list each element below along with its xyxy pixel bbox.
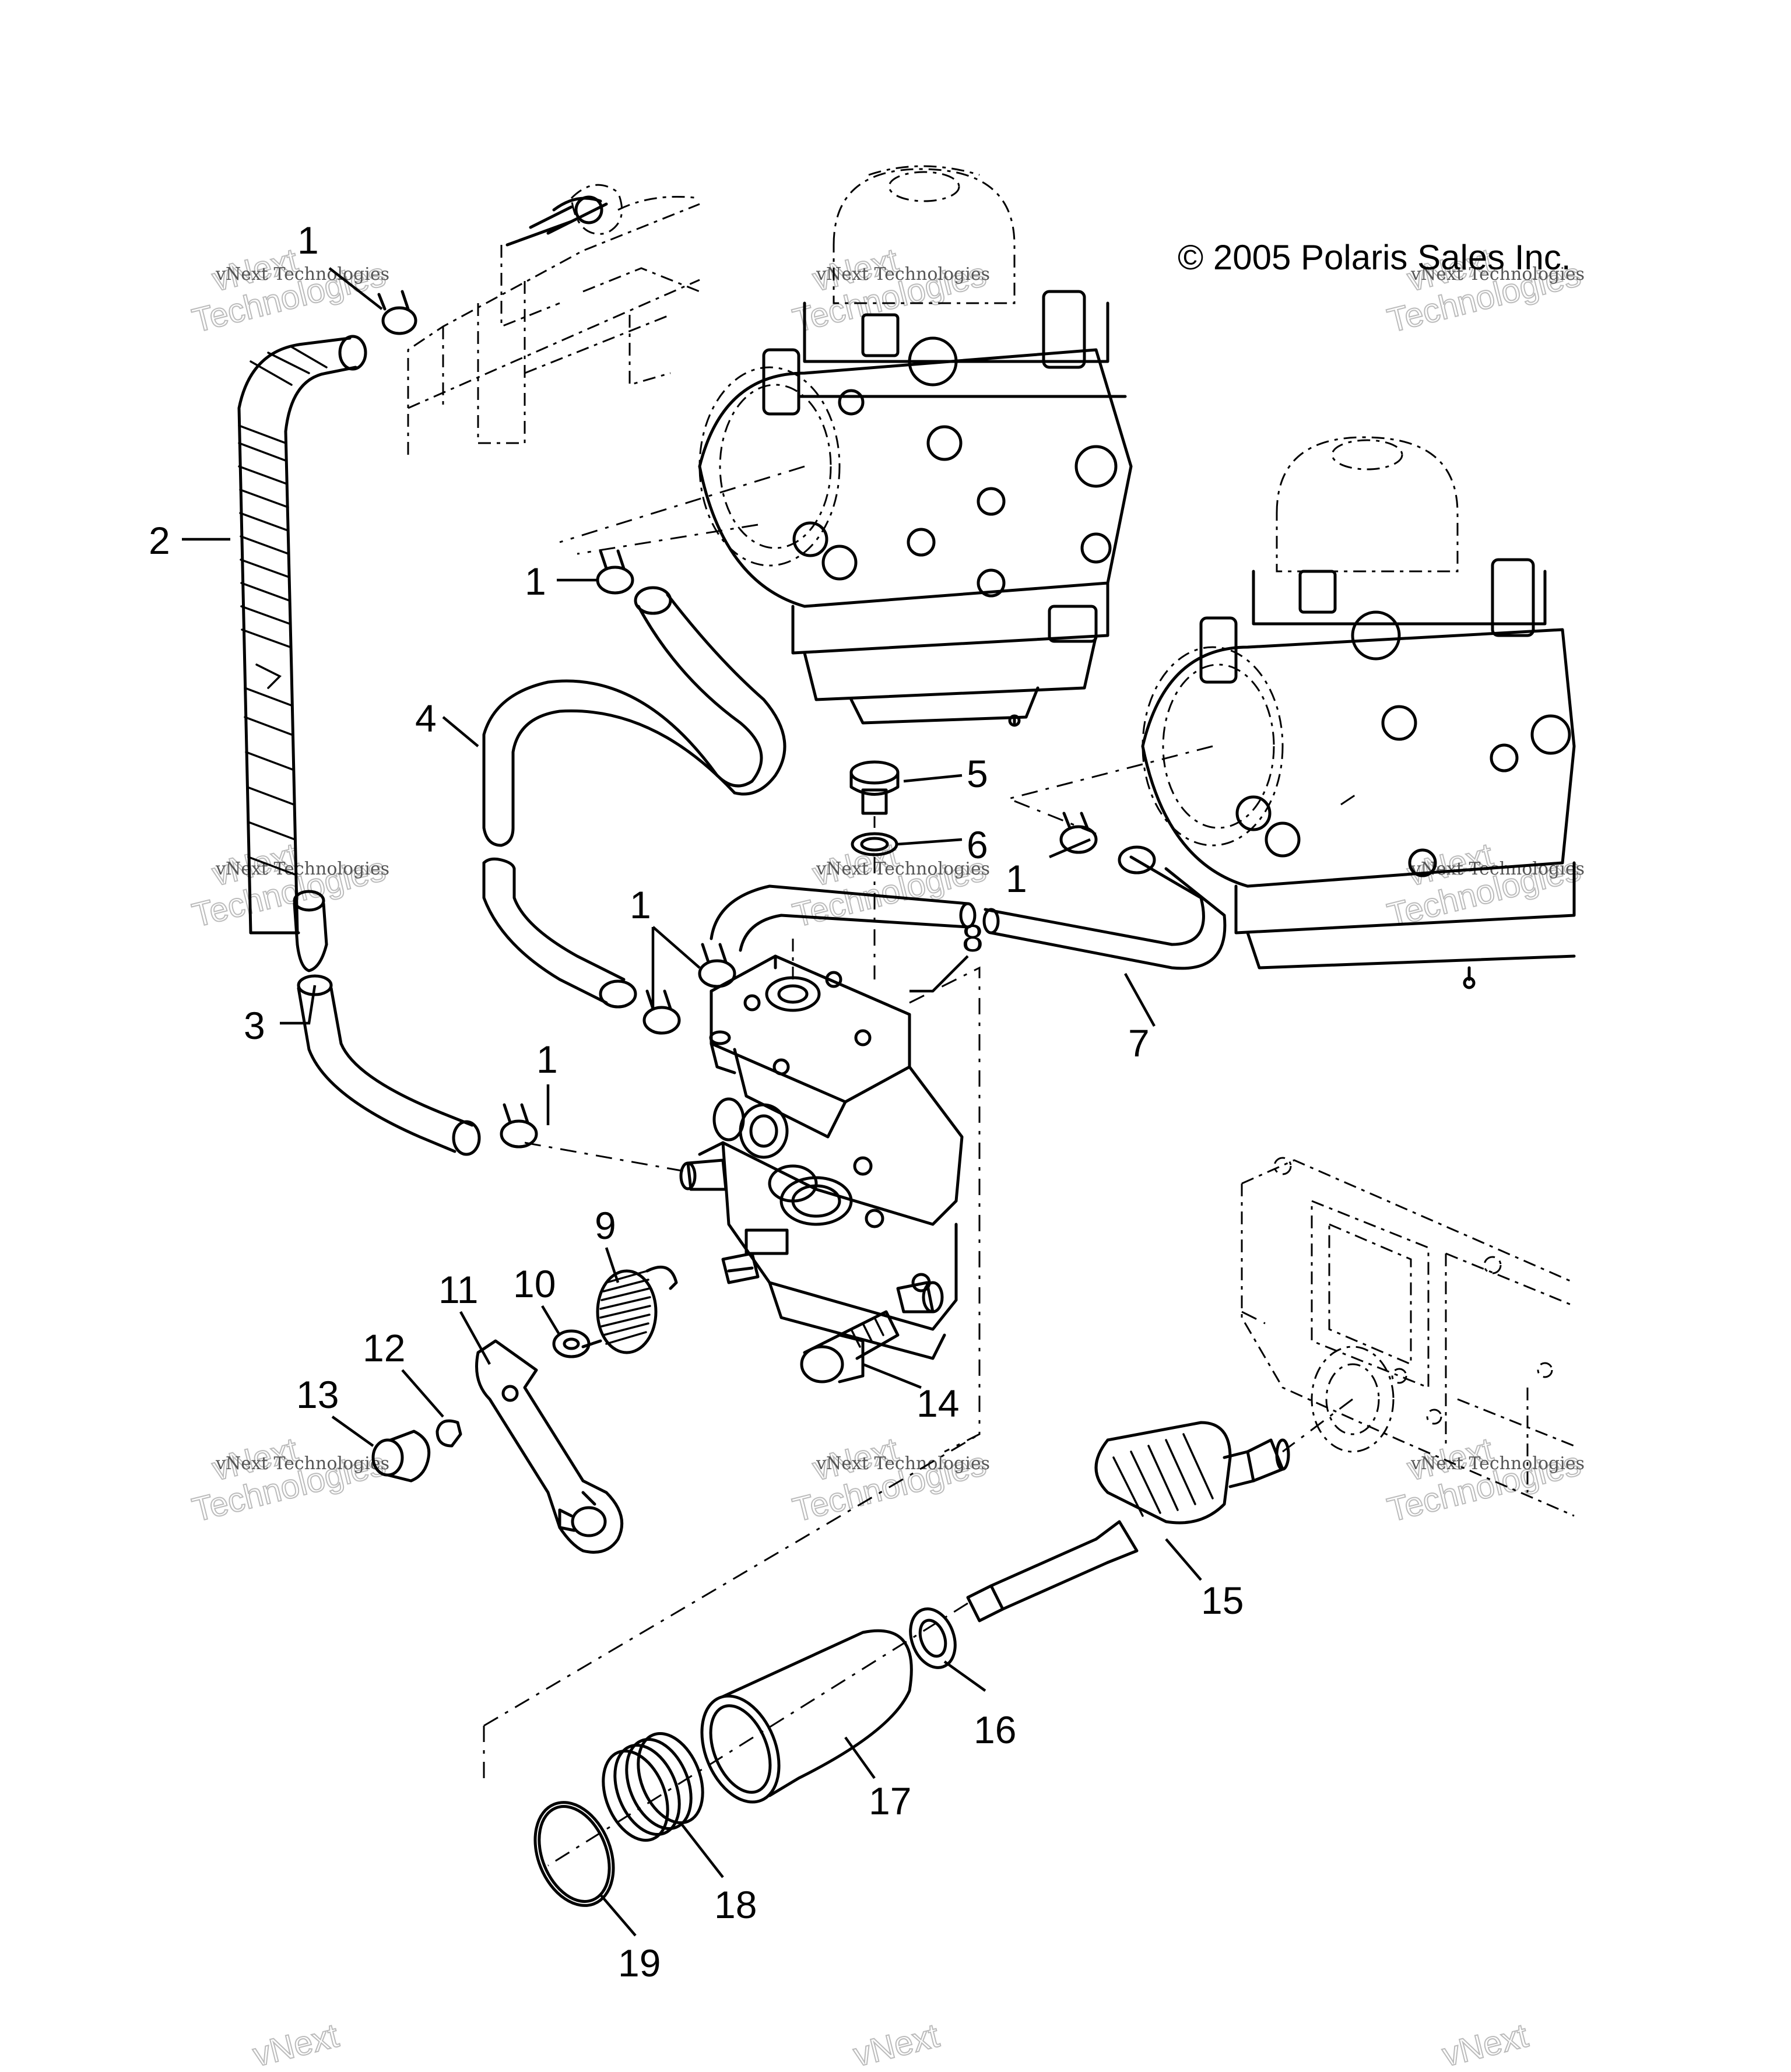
callout-11: 11 — [438, 1268, 479, 1311]
callout-14: 14 — [916, 1382, 959, 1425]
callouts: 1 2 3 4 1 5 6 1 7 8 1 1 9 10 11 12 13 14… — [149, 219, 1244, 1985]
oring-part-19 — [533, 1801, 615, 1907]
callout-1-lower-carb: 1 — [1006, 857, 1027, 900]
callout-1-top: 1 — [297, 219, 319, 262]
carburetor-lower — [1141, 436, 1576, 989]
hose-part-4 — [482, 586, 786, 1009]
clamp-lower-carb — [1059, 812, 1098, 854]
callout-13: 13 — [296, 1373, 339, 1416]
callout-18: 18 — [714, 1883, 757, 1926]
bushing-part-13 — [371, 1430, 431, 1483]
callout-7: 7 — [1128, 1021, 1150, 1065]
bolt-part-14 — [800, 1310, 900, 1383]
callout-2: 2 — [149, 519, 170, 562]
callout-8: 8 — [962, 916, 984, 960]
alignment-lines — [483, 465, 1359, 1867]
oil-pump-part-8 — [679, 939, 981, 1453]
bolt-part-5 — [849, 760, 900, 815]
clamp-top — [377, 290, 417, 335]
svg-text:vNext: vNext — [849, 2017, 943, 2072]
hose-part-2 — [237, 335, 367, 935]
washer-part-16 — [909, 1607, 957, 1669]
callout-3: 3 — [244, 1004, 265, 1047]
watermark-text: vNext Technologies — [1410, 264, 1585, 285]
callout-16: 16 — [974, 1708, 1016, 1751]
hose-part-3 — [293, 890, 481, 1156]
callout-15: 15 — [1201, 1579, 1244, 1622]
carburetor-upper — [698, 165, 1133, 727]
washer-part-6 — [851, 832, 898, 856]
callout-1-pump-inlet: 1 — [536, 1038, 558, 1081]
callout-19: 19 — [618, 1941, 661, 1985]
watermark-bottom-c: vNext — [849, 2016, 943, 2072]
svg-text:vNext: vNext — [1438, 2017, 1532, 2072]
washer-part-10 — [552, 1329, 591, 1358]
watermark-text: vNext Technologies — [215, 859, 389, 879]
callout-17: 17 — [869, 1779, 911, 1822]
callout-5: 5 — [967, 752, 988, 795]
callout-10: 10 — [513, 1262, 556, 1305]
drive-shaft-part-15 — [966, 1421, 1290, 1623]
sleeve-part-17 — [700, 1629, 913, 1804]
clip-part-12 — [436, 1419, 462, 1448]
watermark-bottom-r: vNext — [1438, 2016, 1532, 2072]
callout-1-pump: 1 — [630, 883, 651, 926]
svg-text:vNext: vNext — [249, 2017, 342, 2072]
watermark-text: vNext Technologies — [215, 1453, 389, 1474]
callout-4: 4 — [415, 697, 437, 740]
spring-part-9 — [581, 1265, 678, 1354]
lever-part-11 — [475, 1339, 624, 1554]
clamp-pump-inlet — [500, 1103, 538, 1149]
spring-part-18 — [602, 1732, 704, 1842]
watermark-text: vNext Technologies — [816, 1453, 990, 1474]
engine-case-background — [1241, 1157, 1575, 1517]
watermark-bottom-l: vNext — [248, 2016, 343, 2072]
watermark-text: vNext Technologies — [816, 264, 990, 285]
callout-1-upper-carb: 1 — [525, 560, 546, 603]
watermark-text: vNext Technologies — [1410, 1453, 1585, 1474]
copyright-text: © 2005 Polaris Sales Inc. — [1178, 238, 1571, 277]
callout-6: 6 — [967, 823, 988, 866]
callout-9: 9 — [595, 1204, 616, 1247]
watermark-text: vNext Technologies — [215, 264, 389, 285]
cylinder-head-background — [407, 184, 700, 455]
leader-lines — [182, 267, 1202, 1937]
hose-part-7 — [710, 845, 1227, 970]
clamp-upper-carb — [596, 549, 634, 595]
callout-12: 12 — [363, 1326, 405, 1369]
clamp-pump-side — [642, 989, 681, 1035]
watermark-text: vNext Technologies — [816, 859, 990, 879]
